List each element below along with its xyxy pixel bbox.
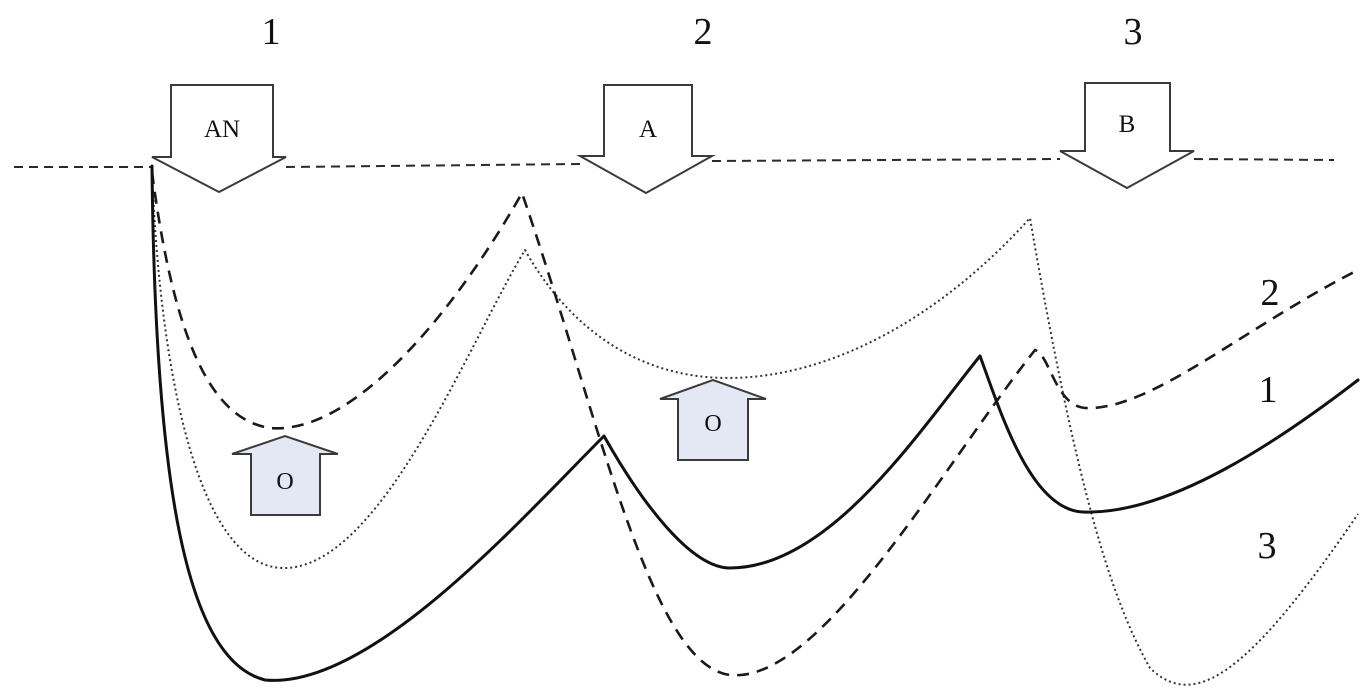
baseline-segment-right bbox=[1193, 158, 1335, 161]
stage-number-3: 3 bbox=[1124, 11, 1143, 53]
stage-number-2: 2 bbox=[694, 11, 713, 53]
up-arrow-1-label: O bbox=[276, 469, 293, 495]
curve-label-2: 2 bbox=[1261, 272, 1280, 314]
down-arrow-a bbox=[576, 84, 716, 195]
down-arrow-a-label: A bbox=[639, 116, 657, 143]
up-arrow-2-label: O bbox=[704, 411, 721, 437]
curve-label-1: 1 bbox=[1259, 369, 1278, 411]
up-arrow-2 bbox=[659, 378, 767, 461]
curve-2 bbox=[150, 171, 1359, 677]
down-arrow-an bbox=[151, 84, 287, 194]
stage-number-1: 1 bbox=[262, 11, 281, 53]
down-arrow-b-label: B bbox=[1119, 111, 1136, 138]
baseline-segment-mid-left bbox=[285, 163, 581, 168]
curve-1 bbox=[150, 164, 1360, 682]
curve-3 bbox=[151, 169, 1359, 686]
down-arrow-an-label: AN bbox=[204, 116, 240, 143]
curve-label-3: 3 bbox=[1258, 525, 1277, 567]
up-arrow-1 bbox=[231, 434, 339, 516]
down-arrow-b bbox=[1059, 82, 1195, 190]
baseline-segment-mid-right bbox=[711, 158, 1061, 162]
